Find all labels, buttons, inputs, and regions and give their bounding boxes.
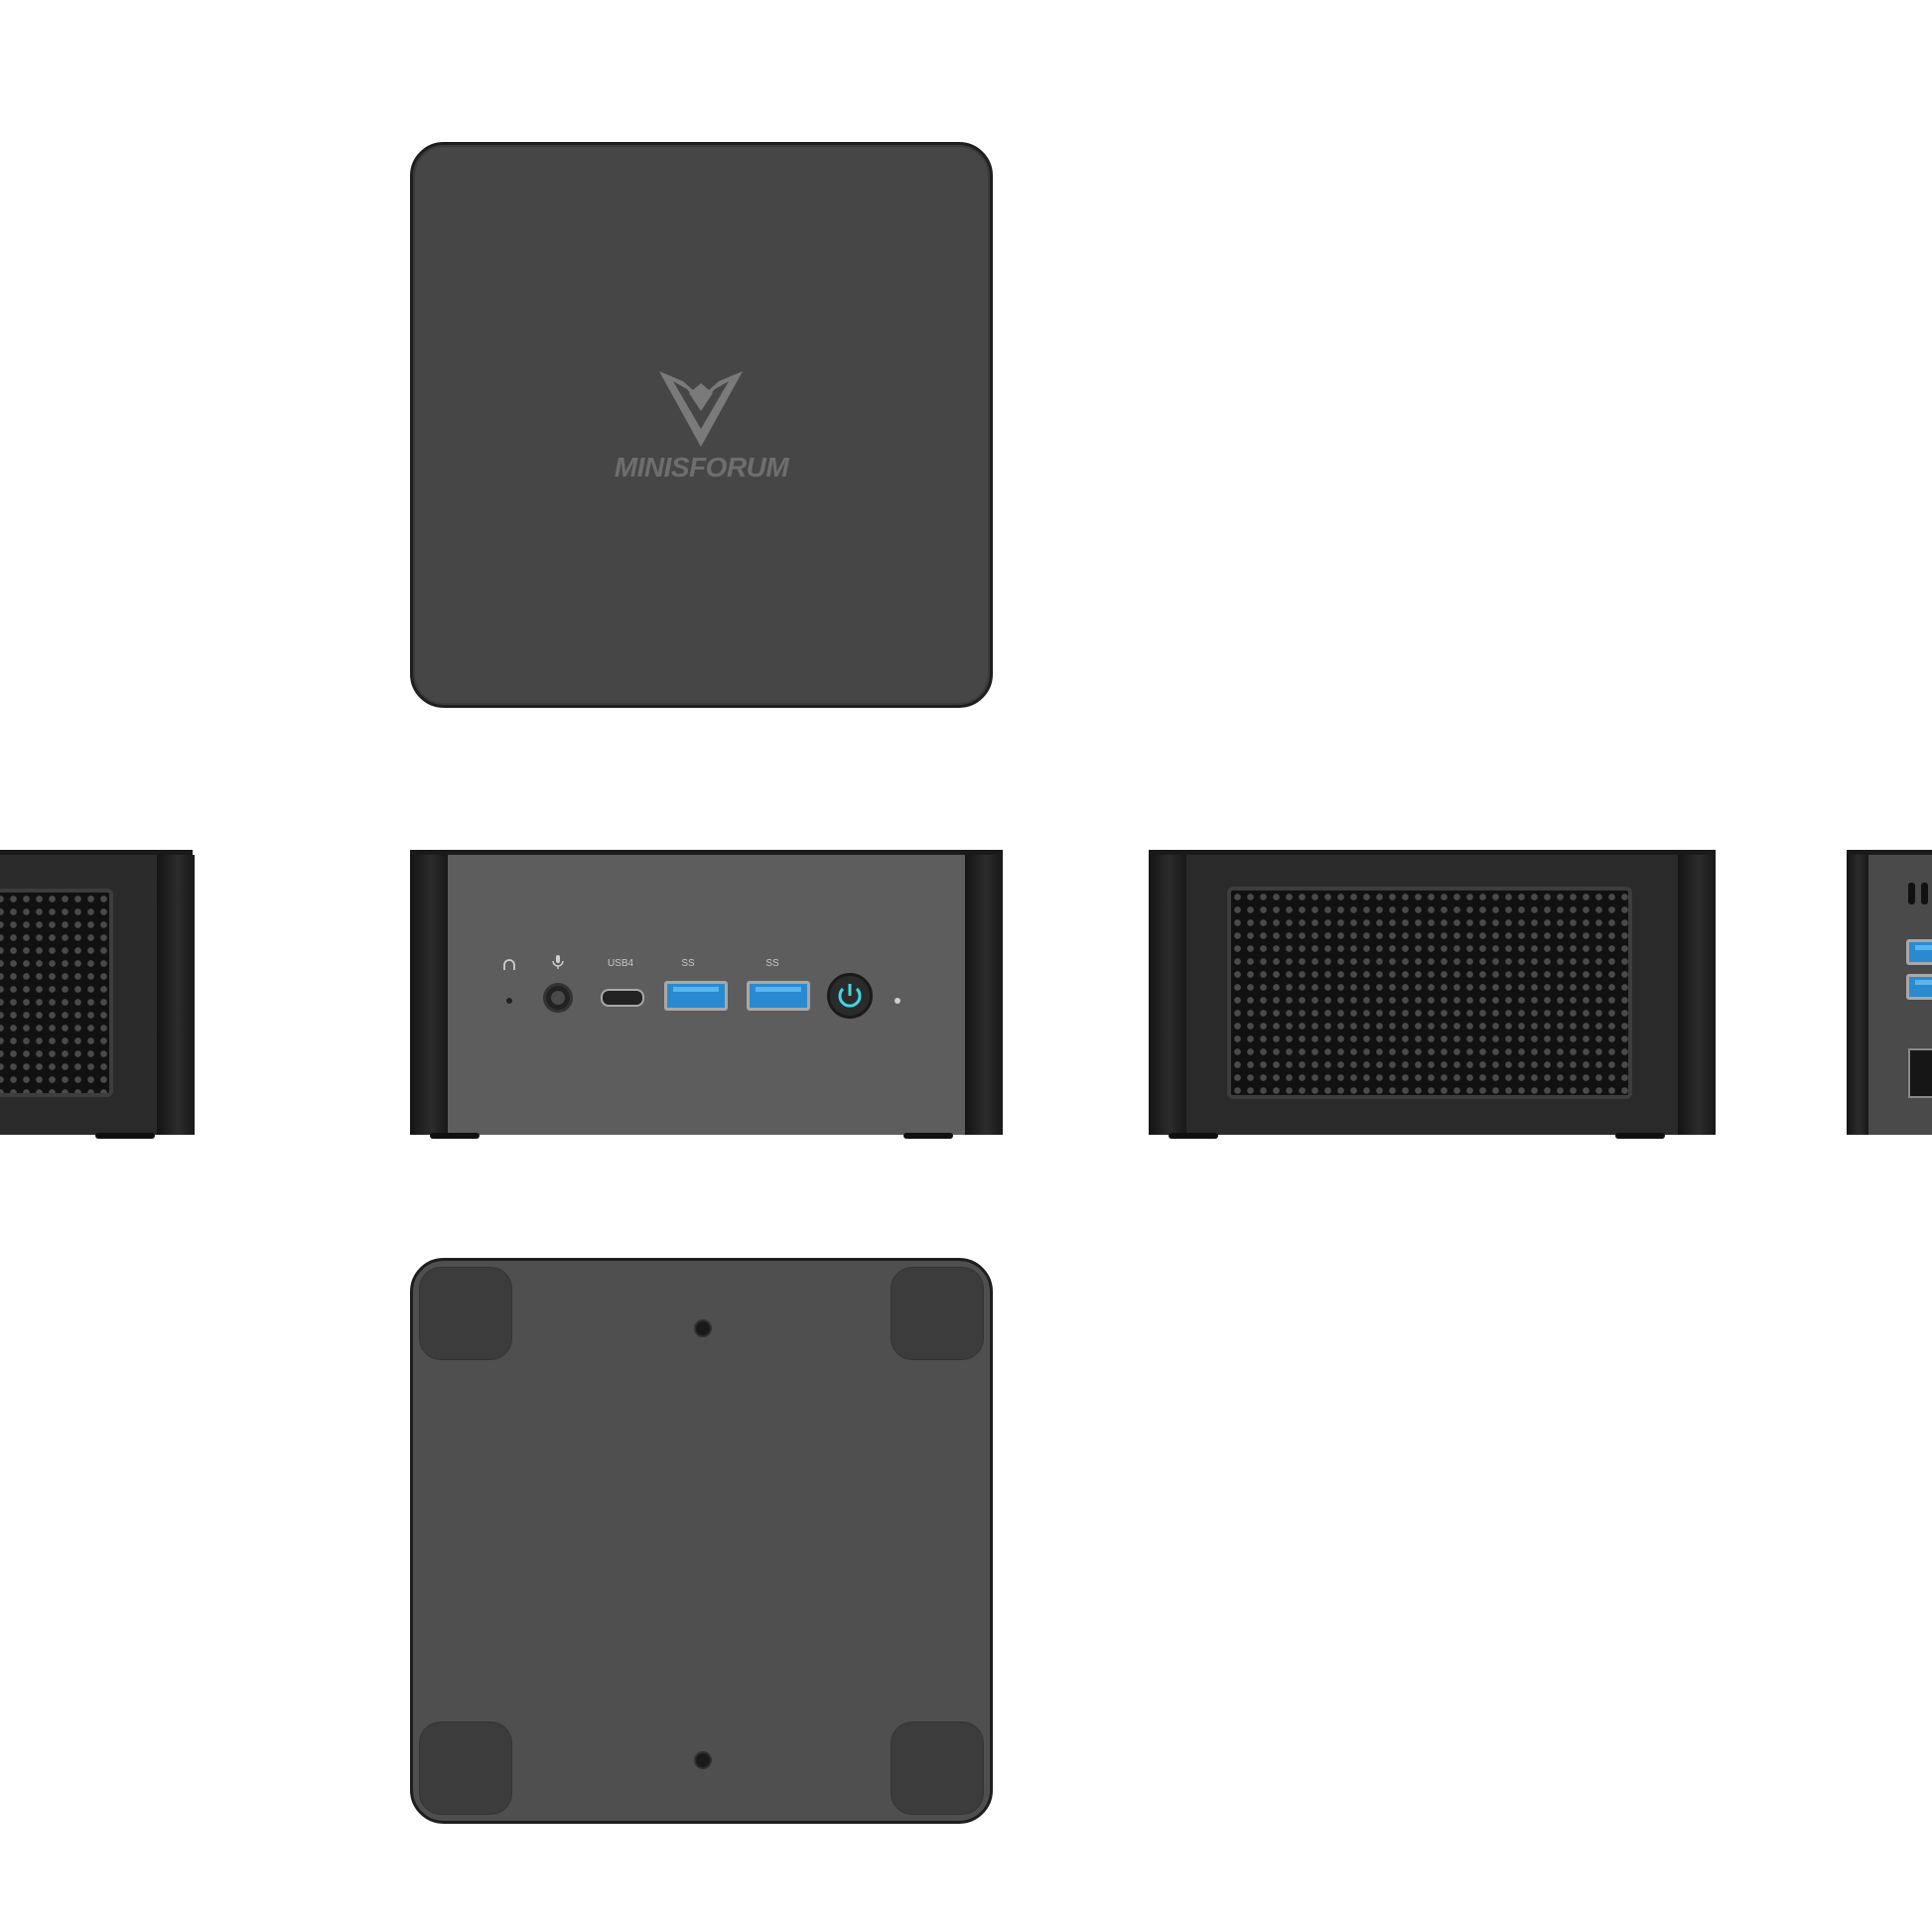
top-view: MINISFORUM <box>410 142 993 708</box>
power-button[interactable] <box>827 973 873 1019</box>
rear-usb-a-port-1[interactable] <box>1906 939 1932 965</box>
rear-usb-a-port-2[interactable] <box>1906 974 1932 1000</box>
brand-logo-text: MINISFORUM <box>614 452 789 483</box>
screw <box>694 1319 712 1337</box>
bottom-view <box>410 1258 993 1824</box>
rear-vent-slot <box>1908 883 1915 904</box>
usb-a-port-2[interactable] <box>747 981 810 1011</box>
audio-jack[interactable] <box>543 983 573 1013</box>
rear-vent-slot <box>1921 883 1928 904</box>
microphone-icon <box>552 955 564 969</box>
rubber-foot <box>419 1722 512 1815</box>
rubber-foot <box>891 1722 984 1815</box>
right-side-view <box>1149 850 1716 1139</box>
power-icon <box>838 984 862 1008</box>
vent-grille <box>0 889 113 1097</box>
rear-view <box>1847 850 1932 1135</box>
usb-c-port[interactable] <box>601 989 644 1007</box>
headphone-icon <box>503 959 515 970</box>
rubber-foot <box>419 1267 512 1360</box>
usb3-label-1: SS <box>681 958 695 969</box>
status-led <box>895 998 900 1004</box>
screw <box>694 1751 712 1769</box>
rubber-foot <box>891 1267 984 1360</box>
usb-a-port-1[interactable] <box>664 981 728 1011</box>
left-side-view <box>0 850 195 1139</box>
vent-grille <box>1227 887 1632 1099</box>
usb4-label: USB4 <box>607 958 634 969</box>
usb3-label-2: SS <box>765 958 779 969</box>
rear-lan-port[interactable] <box>1908 1048 1932 1098</box>
brand-logo-icon <box>659 371 743 447</box>
reset-pinhole[interactable] <box>506 998 512 1004</box>
front-view: USB4 SS SS <box>410 850 1003 1139</box>
